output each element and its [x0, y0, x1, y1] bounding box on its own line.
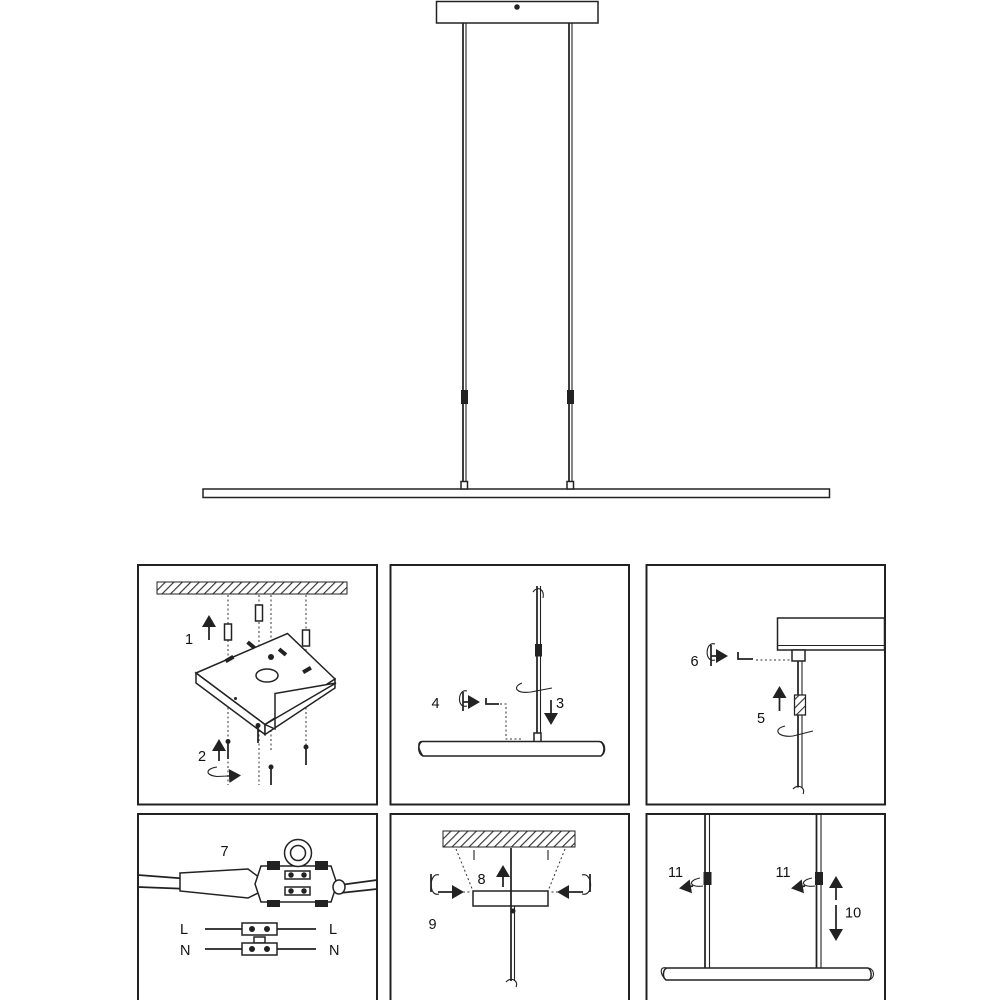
canopy-section — [776, 617, 886, 651]
step-number: 11 — [668, 865, 683, 881]
panel-frame — [389, 564, 630, 806]
panel-step-5-6: 6 5 — [645, 564, 887, 806]
wire-label-neutral: N — [180, 943, 190, 959]
panel-step-10-11: 11 11 10 — [645, 813, 887, 1000]
panel-frame — [137, 813, 378, 1000]
panel-step-7: 7 L L N N — [137, 813, 378, 1000]
step-number: 9 — [429, 917, 437, 933]
screw-icon — [225, 723, 309, 785]
canopy-screw-icon — [514, 4, 520, 10]
panel-step-3-4: 4 3 — [389, 564, 630, 806]
step-number: 3 — [556, 696, 564, 712]
wire-label-live: L — [329, 922, 337, 938]
cable-gripper-left — [461, 390, 468, 404]
wire-label-live: L — [180, 922, 188, 938]
cable-gripper-right — [567, 390, 574, 404]
terminal-block — [254, 838, 338, 907]
pendant-overview — [202, 0, 831, 499]
lamp-body-bar — [202, 488, 831, 499]
lamp-body-section — [418, 740, 605, 757]
step-number: 5 — [757, 711, 765, 727]
step-number: 10 — [845, 906, 861, 922]
ceiling-hatch — [442, 830, 576, 848]
cable-gripper-icon — [703, 872, 712, 885]
cable-gripper-icon — [815, 872, 823, 885]
neutral-connector — [241, 942, 278, 956]
lamp-body-section — [662, 967, 872, 981]
ceiling-hatch — [156, 581, 348, 595]
spring-sleeve — [793, 694, 807, 716]
step-number: 4 — [432, 696, 440, 712]
panel-frame — [645, 564, 887, 806]
wire-label-neutral: N — [329, 943, 339, 959]
allen-key-icon — [485, 698, 499, 705]
step-number: 11 — [776, 865, 791, 881]
ceiling-canopy — [435, 0, 599, 24]
step-number: 1 — [185, 632, 193, 648]
panel-step-1-2: 1 2 — [137, 564, 378, 806]
panel-step-8-9: 8 9 — [389, 813, 630, 1000]
live-connector — [241, 922, 278, 936]
step-number: 7 — [221, 844, 229, 860]
allen-key-icon — [737, 652, 753, 660]
step-number: 8 — [478, 872, 486, 888]
step-number: 6 — [691, 654, 699, 670]
step-number: 2 — [198, 749, 206, 765]
